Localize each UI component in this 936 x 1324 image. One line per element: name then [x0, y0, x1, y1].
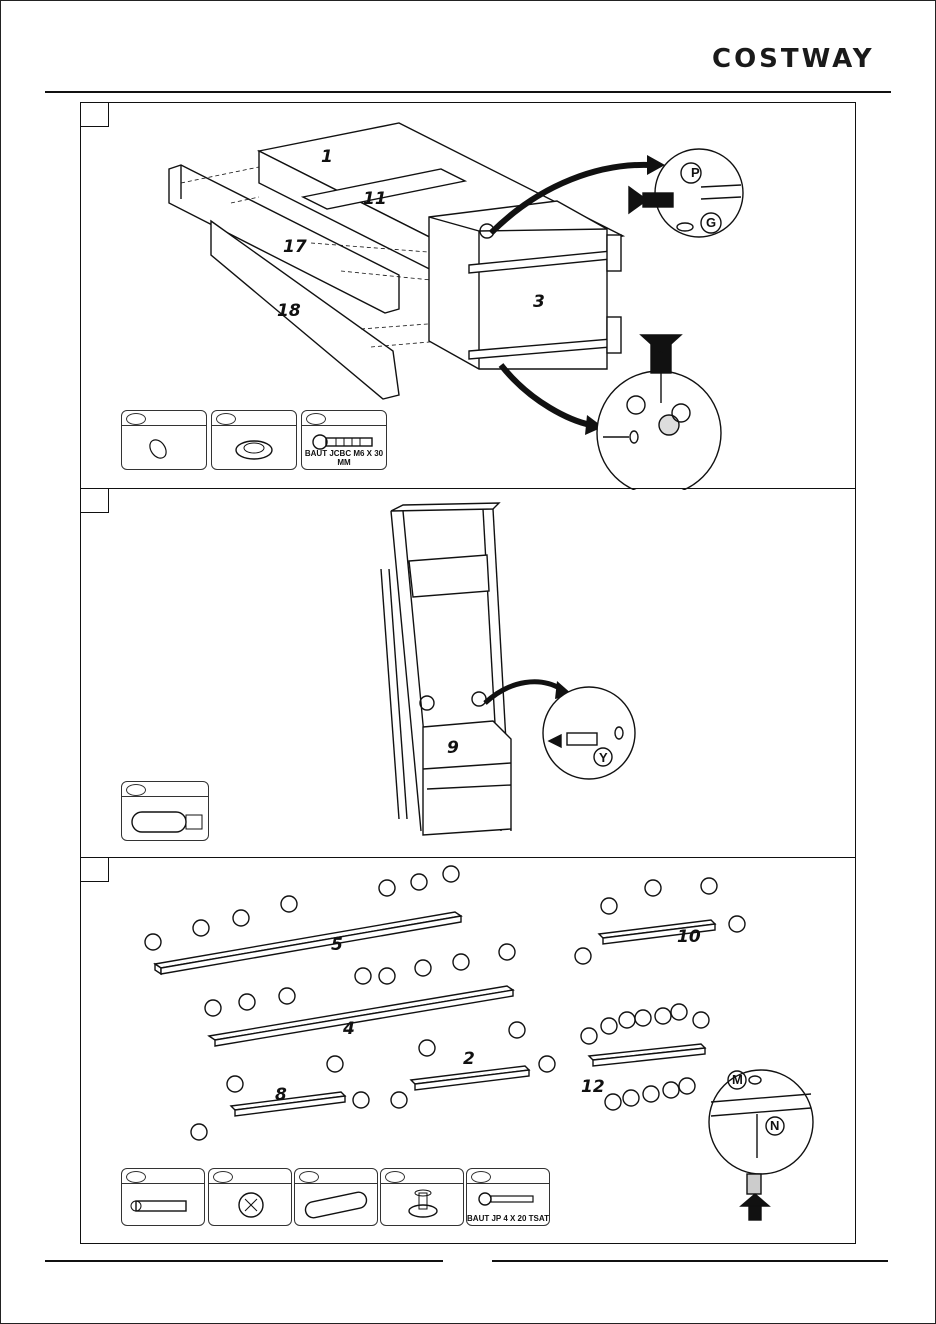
hardware-card-screw: BAUT JP 4 X 20 TSAT — [466, 1168, 550, 1226]
screw-spec-label: BAUT JP 4 X 20 TSAT — [467, 1214, 549, 1223]
part-2-label: 2 — [463, 1049, 475, 1069]
hardware-card-cam-bolt-hole — [121, 410, 207, 470]
part-3-label: 3 — [533, 292, 545, 312]
detail-M-label: M — [732, 1072, 743, 1087]
hardware-card-knob — [380, 1168, 464, 1226]
step-2-panel: 9 Y — [80, 488, 856, 858]
part-9-label: 9 — [447, 738, 459, 758]
part-17-label: 17 — [283, 237, 307, 257]
step-1-panel: 1 11 17 18 3 P G BAUT JCBC M6 X 30 MM — [80, 102, 856, 489]
detail-N-label: N — [770, 1118, 779, 1133]
detail-Y-label: Y — [599, 750, 608, 765]
hardware-card-wood-dowel — [294, 1168, 378, 1226]
footer-line-right — [492, 1260, 888, 1262]
footer-line-left — [45, 1260, 443, 1262]
part-8-label: 8 — [275, 1085, 287, 1105]
hardware-card-cam-bolt — [121, 1168, 205, 1226]
hardware-card-connector-bolt — [121, 781, 209, 841]
detail-P-label: P — [691, 165, 700, 180]
step-3-panel: 5 4 10 2 8 12 M N BAUT JP 4 X 20 TSAT — [80, 857, 856, 1244]
part-1-label: 1 — [321, 147, 333, 167]
hardware-card-cam-lock — [208, 1168, 292, 1226]
part-12-label: 12 — [581, 1077, 605, 1097]
header-divider — [45, 91, 891, 93]
part-5-label: 5 — [331, 935, 343, 955]
hardware-card-cam-lock — [211, 410, 297, 470]
part-10-label: 10 — [677, 927, 701, 947]
hardware-card-bolt: BAUT JCBC M6 X 30 MM — [301, 410, 387, 470]
part-11-label: 11 — [363, 189, 387, 209]
brand-logo: COSTWAY — [712, 44, 875, 74]
detail-G-label: G — [706, 215, 716, 230]
part-4-label: 4 — [342, 1019, 355, 1039]
part-18-label: 18 — [277, 301, 301, 321]
bolt-spec-label: BAUT JCBC M6 X 30 MM — [302, 449, 386, 467]
